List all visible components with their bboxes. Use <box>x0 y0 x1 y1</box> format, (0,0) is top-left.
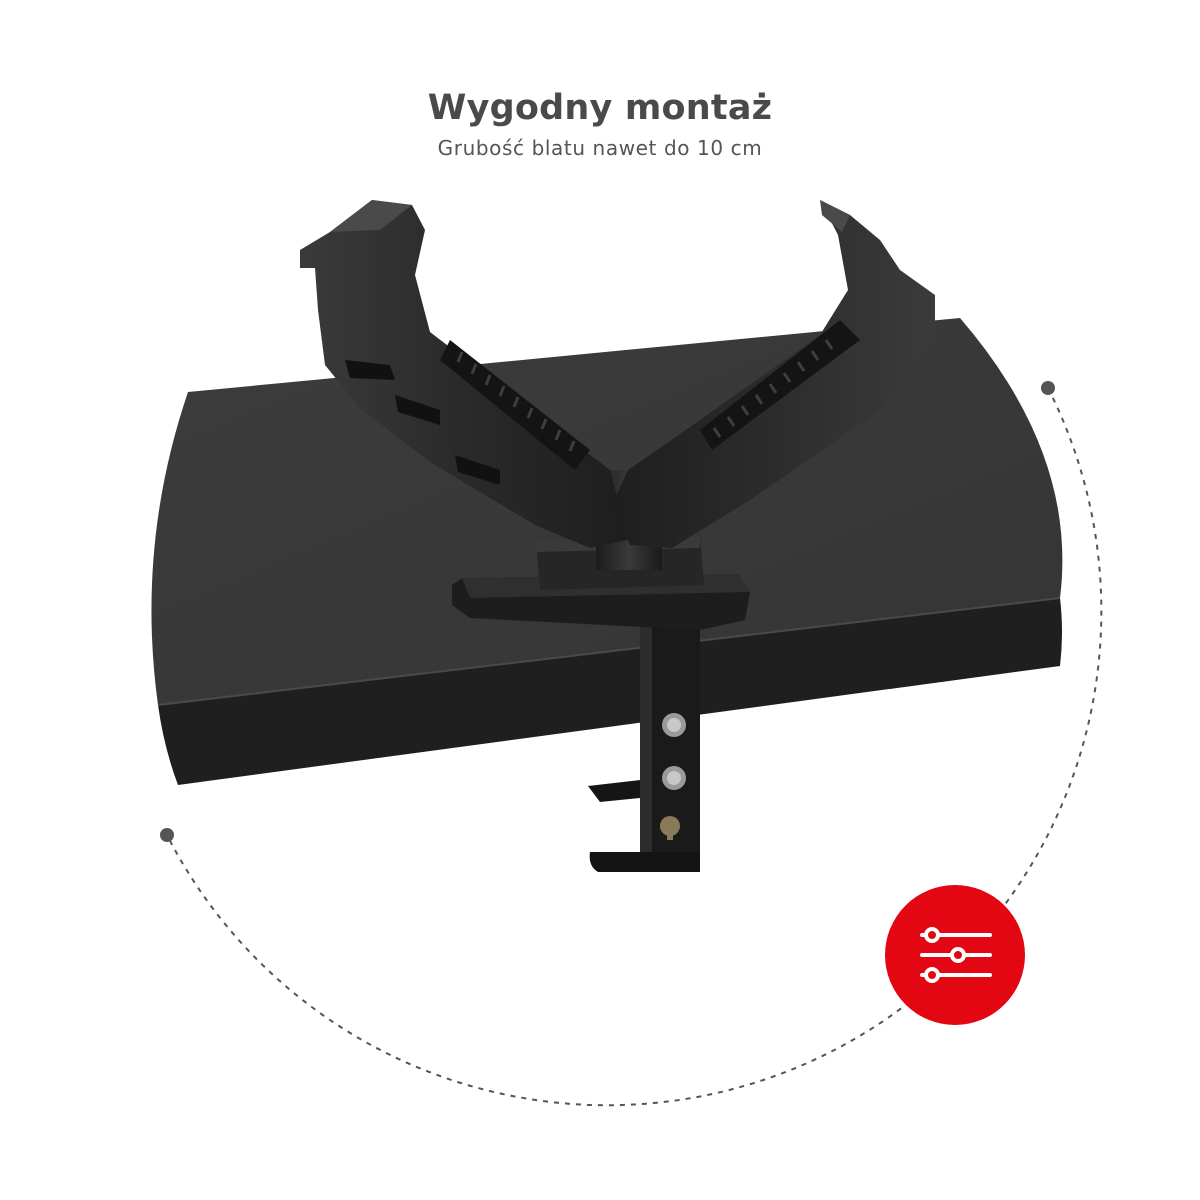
page-title: Wygodny montaż <box>427 88 773 128</box>
page-subtitle: Grubość blatu nawet do 10 cm <box>437 136 763 160</box>
left-arm <box>300 200 628 548</box>
arc-end-dot-left <box>160 828 174 842</box>
settings-sliders-icon <box>920 927 992 983</box>
desk-clamp <box>588 612 700 872</box>
dashed-arc <box>160 381 1103 1107</box>
arc-end-dot-right <box>1041 381 1055 395</box>
right-arm <box>612 200 935 548</box>
